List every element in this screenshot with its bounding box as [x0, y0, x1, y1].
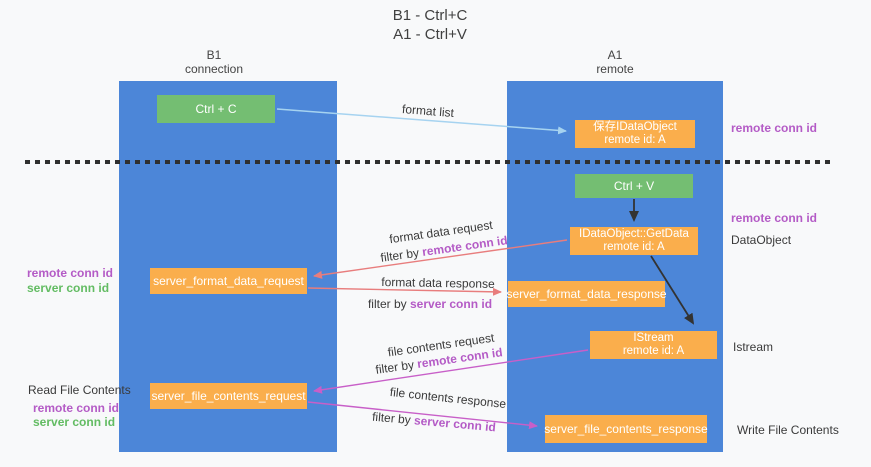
- filter-by-text: filter by: [371, 409, 412, 427]
- left-server-conn-id-label-2: server conn id: [33, 415, 116, 429]
- istream-line1: IStream: [633, 332, 674, 344]
- save-idataobject-box: 保存IDataObject remote id: A: [575, 120, 695, 148]
- dataobject-label: DataObject: [731, 233, 792, 247]
- idataobject-getdata-line1: IDataObject::GetData: [579, 228, 689, 240]
- server-format-data-request-label: server_format_data_request: [153, 274, 304, 288]
- server-file-contents-request-label: server_file_contents_request: [151, 389, 306, 403]
- arrow-label-format-data-response: format data response: [381, 275, 495, 291]
- save-idataobject-line2: remote id: A: [604, 134, 666, 146]
- right-column-role: remote: [596, 62, 634, 76]
- left-column-header: B1 connection: [105, 48, 323, 76]
- server-file-contents-request-box: server_file_contents_request: [150, 383, 307, 409]
- left-server-conn-id-label: server conn id: [27, 281, 110, 295]
- arrow-label-filter-by-server-conn-id-2: filter by server conn id: [372, 410, 497, 435]
- page-title: B1 - Ctrl+C A1 - Ctrl+V: [0, 6, 860, 44]
- filter-by-text: filter by: [367, 297, 407, 311]
- right-remote-conn-id-label-2: remote conn id: [731, 211, 818, 225]
- left-remote-conn-id-label-2: remote conn id: [33, 401, 120, 415]
- left-column-role: connection: [184, 62, 244, 76]
- title-line-2: A1 - Ctrl+V: [393, 26, 467, 43]
- read-file-contents-label: Read File Contents: [28, 383, 131, 397]
- filter-by-text: filter by: [379, 245, 420, 265]
- idataobject-getdata-line2: remote id: A: [603, 241, 665, 253]
- arrow-label-file-contents-response: file contents response: [389, 384, 507, 412]
- right-column-header: A1 remote: [506, 48, 724, 76]
- filter-by-text: filter by: [374, 357, 415, 377]
- right-remote-conn-id-label-1: remote conn id: [731, 121, 818, 135]
- idataobject-getdata-box: IDataObject::GetData remote id: A: [570, 227, 698, 255]
- scope-divider-dashed-line: [25, 160, 832, 164]
- ctrl-v-box: Ctrl + V: [575, 174, 693, 198]
- istream-side-label: Istream: [733, 340, 774, 354]
- write-file-contents-label: Write File Contents: [737, 423, 839, 437]
- server-conn-id-text: server conn id: [413, 413, 497, 435]
- right-column-name: A1: [607, 48, 623, 62]
- server-file-contents-response-box: server_file_contents_response: [544, 415, 708, 443]
- istream-line2: remote id: A: [622, 345, 685, 357]
- server-conn-id-text: server conn id: [410, 297, 493, 311]
- save-idataobject-line1: 保存IDataObject: [593, 121, 677, 133]
- server-format-data-response-box: server_format_data_response: [506, 281, 667, 307]
- arrow-label-filter-by-server-conn-id-1: filter by server conn id: [368, 297, 492, 311]
- ctrl-c-label: Ctrl + C: [195, 102, 237, 116]
- title-line-1: B1 - Ctrl+C: [392, 7, 468, 24]
- left-remote-conn-id-label: remote conn id: [27, 266, 114, 280]
- arrow-label-format-list: format list: [401, 101, 455, 121]
- istream-box: IStream remote id: A: [590, 331, 717, 359]
- ctrl-c-box: Ctrl + C: [157, 95, 275, 123]
- server-file-contents-response-label: server_file_contents_response: [544, 422, 708, 436]
- ctrl-v-label: Ctrl + V: [613, 179, 655, 193]
- server-format-data-request-box: server_format_data_request: [150, 268, 307, 294]
- server-format-data-response-label: server_format_data_response: [506, 287, 667, 301]
- left-column-name: B1: [206, 48, 222, 62]
